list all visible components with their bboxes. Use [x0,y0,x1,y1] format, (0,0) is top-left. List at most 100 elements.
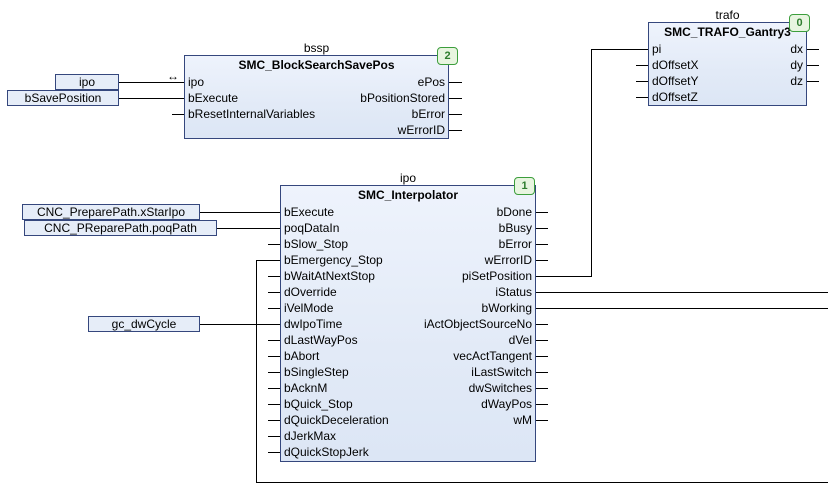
block-smc-interpolator[interactable]: SMC_Interpolator bExecute bDone poqDataI… [280,185,536,462]
pin-input[interactable]: bExecute [284,205,335,219]
wire-stub-backnm [268,388,280,389]
pin-output[interactable]: wM [513,413,532,427]
pin-output[interactable]: ePos [417,75,445,89]
pin-output[interactable]: dVel [508,333,532,347]
pin-output[interactable]: bDone [496,205,532,219]
pin-row: dOffsetZ [649,89,806,105]
wire-stub-berror-bssp [449,114,462,115]
wire-to-trafo-pi [591,49,648,50]
pin-row: wErrorID [185,122,448,138]
wire-stub-doverride [268,292,280,293]
execution-order-badge: 1 [514,177,535,195]
wire-stub-dwswitches [536,388,548,389]
pin-input[interactable]: dOffsetZ [652,90,698,104]
execution-order-badge: 0 [789,14,810,32]
pin-input[interactable]: bResetInternalVariables [188,107,316,121]
pin-row: bAcknM dwSwitches [281,380,535,396]
execution-order-badge: 2 [437,47,458,65]
pin-input[interactable]: bQuick_Stop [284,397,353,411]
pin-input[interactable]: pi [652,42,662,56]
pin-input[interactable]: ipo [188,75,205,89]
var-box-bsaveposition[interactable]: bSavePosition [7,90,119,106]
wire-stub-bsinglestep [268,372,280,373]
pin-input[interactable]: dOverride [284,285,337,299]
pin-row: bWaitAtNextStop piSetPosition [281,268,535,284]
pin-input[interactable]: bExecute [188,91,239,105]
pin-output[interactable]: bError [498,237,532,251]
pin-output[interactable]: wErrorID [484,253,532,267]
pin-output[interactable]: wErrorID [397,123,445,137]
wire-pisetposition-vertical [591,49,592,277]
pin-input[interactable]: bAbort [284,349,320,363]
pin-output[interactable]: dy [790,58,803,72]
wire-xstaripo-to-bexecute [200,212,280,213]
wire-feedback-to-bemergencystop [256,260,280,261]
wire-stub-bslowstop [268,244,280,245]
var-box-cnc-preparepath-xstaripo[interactable]: CNC_PreparePath.xStarIpo [22,204,200,220]
pin-row: bSingleStep iLastSwitch [281,364,535,380]
wire-stub-dquickdeceleration [268,420,280,421]
pin-input[interactable]: poqDataIn [284,221,340,235]
pin-row: pi dx [649,41,806,57]
var-box-gc-dwcycle[interactable]: gc_dwCycle [88,316,200,332]
pin-row: dwIpoTime iActObjectSourceNo [281,316,535,332]
pin-input[interactable]: bAcknM [284,381,328,395]
pin-input[interactable]: bEmergency_Stop [284,253,383,267]
instance-label-trafo: trafo [715,8,740,22]
pin-input[interactable]: dQuickDeceleration [284,413,389,427]
pin-row: ipo ePos [185,74,448,90]
pin-output[interactable]: bPositionStored [360,91,445,105]
block-title: SMC_BlockSearchSavePos [238,58,395,72]
wire-stub-werrorid-ipo [536,260,548,261]
wire-istatus [536,292,828,293]
wire-stub-dvel [536,340,548,341]
wire-stub-bbusy [536,228,548,229]
pin-input[interactable]: bWaitAtNextStop [284,269,375,283]
pin-row: bExecute bPositionStored [185,90,448,106]
pin-output[interactable]: dwSwitches [468,381,532,395]
wire-poqpath-to-poqdatain [217,228,280,229]
pin-row: bResetInternalVariables bError [185,106,448,122]
wire-stub-dlastwaypos [268,340,280,341]
pin-input[interactable]: dJerkMax [284,429,337,443]
block-smc-trafo-gantry3[interactable]: SMC_TRAFO_Gantry3 pi dx dOffsetX dy dOff… [648,22,807,106]
pin-input[interactable]: dwIpoTime [284,317,343,331]
pin-output[interactable]: dz [790,74,803,88]
pin-output[interactable]: iLastSwitch [471,365,532,379]
block-smc-blocksearchsavepos[interactable]: SMC_BlockSearchSavePos ipo ePos bExecute… [184,55,449,139]
wire-stub-bquickstop [268,404,280,405]
pin-input[interactable]: bSlow_Stop [284,237,349,251]
pin-output[interactable]: iActObjectSourceNo [423,317,532,331]
pin-output[interactable]: bBusy [498,221,532,235]
wire-stub-dz [807,81,819,82]
pin-row: bEmergency_Stop wErrorID [281,252,535,268]
pin-input[interactable]: dLastWayPos [284,333,358,347]
wire-stub-babort [268,356,280,357]
var-box-cnc-preparepath-poqpath[interactable]: CNC_PReparePath.poqPath [24,220,217,236]
wire-stub-ivelmode [268,308,280,309]
var-box-ipo[interactable]: ipo [55,74,119,90]
pin-output[interactable]: piSetPosition [461,269,532,283]
pin-input[interactable]: iVelMode [284,301,334,315]
pin-row: dOffsetX dy [649,57,806,73]
pin-input[interactable]: dOffsetY [652,74,699,88]
pin-output[interactable]: vecActTangent [453,349,532,363]
pin-output[interactable]: iStatus [495,285,532,299]
pin-output[interactable]: bError [411,107,445,121]
wire-stub-ilastswitch [536,372,548,373]
pin-input[interactable]: dQuickStopJerk [284,445,369,459]
pin-input[interactable]: bSingleStep [284,365,349,379]
pin-row: bExecute bDone [281,204,535,220]
wire-stub-dquickstopjerk [268,452,280,453]
pin-output[interactable]: bWorking [481,301,532,315]
pin-row: bAbort vecActTangent [281,348,535,364]
pin-row: dLastWayPos dVel [281,332,535,348]
wire-stub-werrorid-bssp [449,130,462,131]
instance-label-ipo: ipo [399,171,416,185]
pin-output[interactable]: dWayPos [481,397,532,411]
wire-stub-doffsetx [636,65,648,66]
pin-output[interactable]: dx [790,42,803,56]
pin-input[interactable]: dOffsetX [652,58,699,72]
wire-stub-doffsety [636,81,648,82]
wire-stub-bdone [536,212,548,213]
